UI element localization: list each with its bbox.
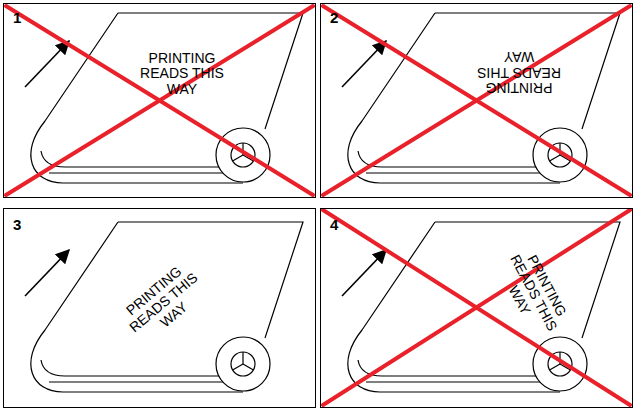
orientation-panel: 1PRINTING READS THIS WAY	[3, 3, 316, 198]
panel-number: 2	[330, 10, 338, 25]
panel-number: 4	[330, 217, 338, 232]
orientation-panel: 2PRINTING READS THIS WAY	[320, 3, 633, 198]
printing-direction-text: PRINTING READS THIS WAY	[477, 49, 561, 95]
orientation-panel: 3PRINTING READS THIS WAY	[3, 208, 316, 408]
red-cross	[6, 6, 630, 405]
paper-roll	[25, 222, 303, 392]
panel-number: 1	[13, 10, 21, 25]
panel-number: 3	[13, 217, 21, 232]
printing-direction-text: PRINTING READS THIS WAY	[493, 245, 573, 341]
printing-direction-text: PRINTING READS THIS WAY	[117, 258, 211, 347]
orientation-panel: 4PRINTING READS THIS WAY	[320, 208, 633, 408]
printing-direction-text: PRINTING READS THIS WAY	[140, 51, 224, 97]
